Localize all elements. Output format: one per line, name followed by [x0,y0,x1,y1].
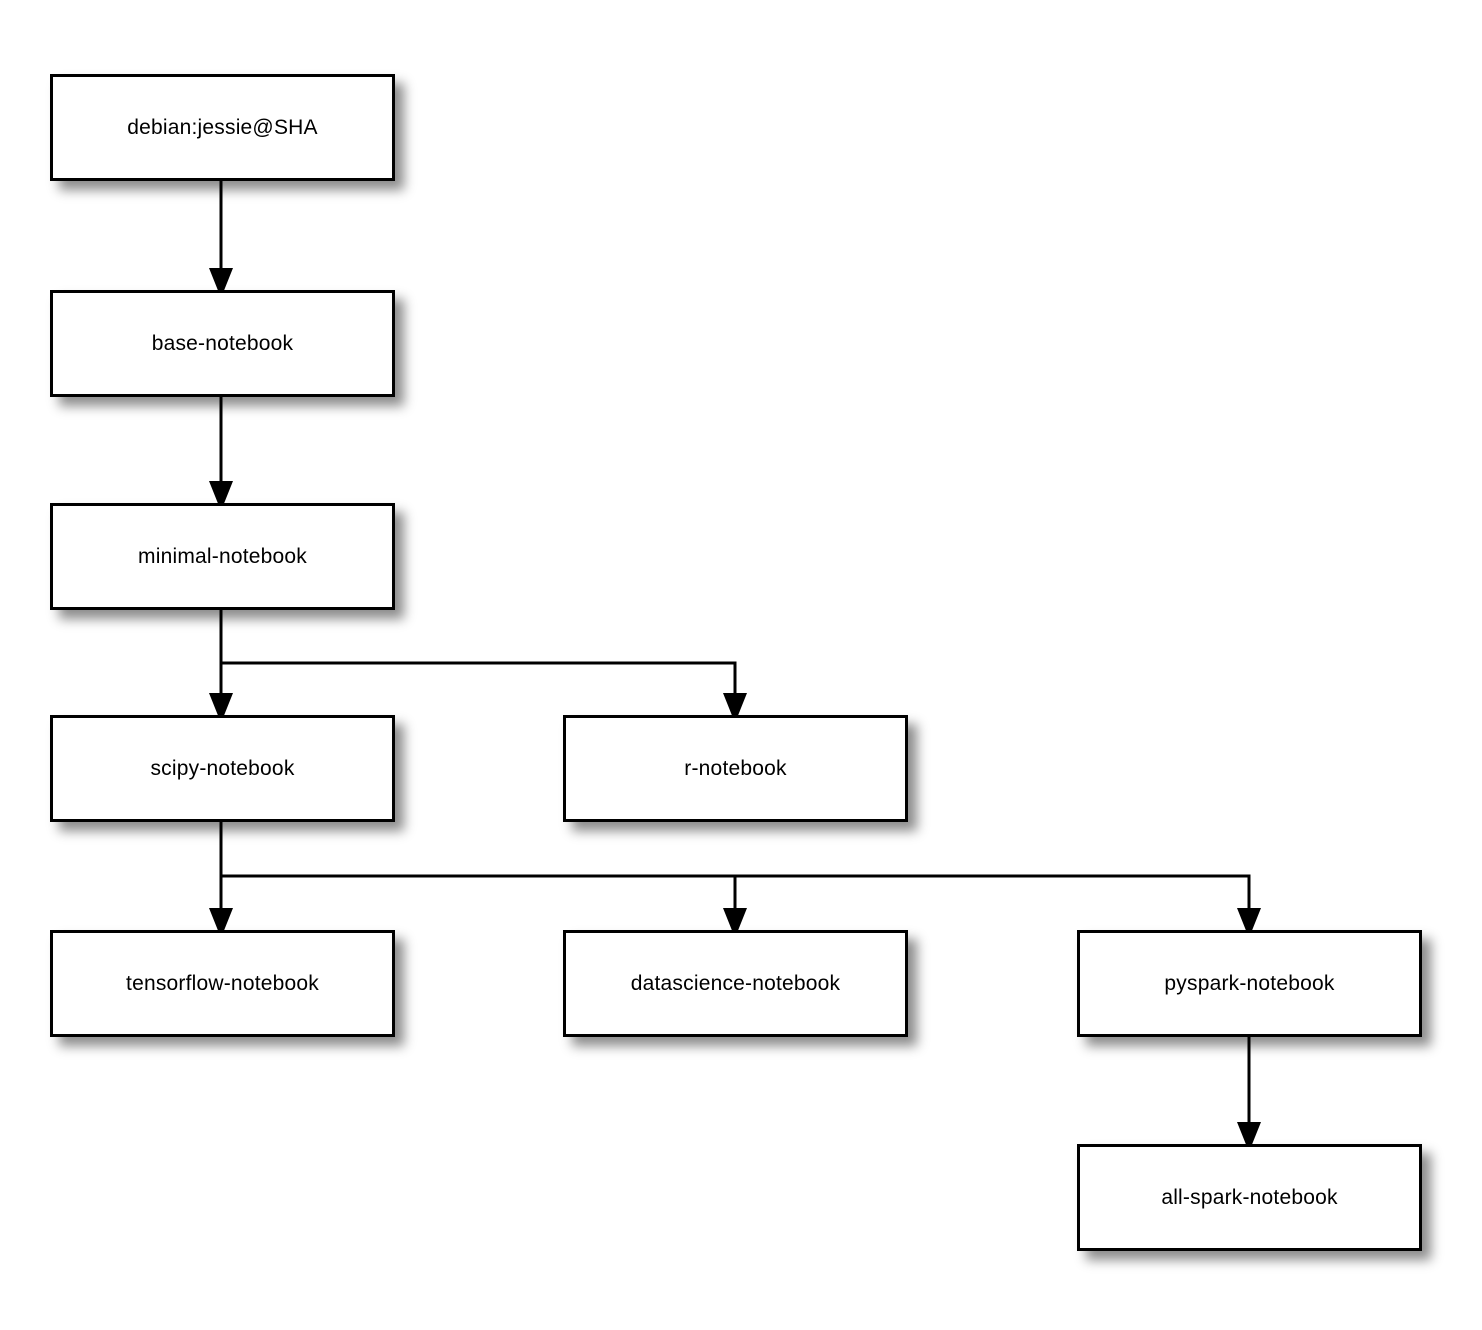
node-label: all-spark-notebook [1161,1186,1338,1209]
node-label: tensorflow-notebook [126,972,319,995]
node-label: pyspark-notebook [1164,972,1335,995]
node-r-notebook[interactable]: r-notebook [563,715,908,822]
node-label: minimal-notebook [138,545,307,568]
node-scipy-notebook[interactable]: scipy-notebook [50,715,395,822]
edge-scipy-to-pyspark [221,874,1261,938]
node-label: base-notebook [151,332,294,355]
edge-minimal-to-r [221,661,747,723]
node-debian-jessie-sha[interactable]: debian:jessie@SHA [50,74,395,181]
node-tensorflow-notebook[interactable]: tensorflow-notebook [50,930,395,1037]
node-label: debian:jessie@SHA [127,116,318,139]
node-datascience-notebook[interactable]: datascience-notebook [563,930,908,1037]
node-base-notebook[interactable]: base-notebook [50,290,395,397]
node-label: datascience-notebook [630,972,841,995]
node-all-spark-notebook[interactable]: all-spark-notebook [1077,1144,1422,1251]
node-label: r-notebook [684,757,787,780]
node-minimal-notebook[interactable]: minimal-notebook [50,503,395,610]
node-label: scipy-notebook [150,757,295,780]
node-pyspark-notebook[interactable]: pyspark-notebook [1077,930,1422,1037]
